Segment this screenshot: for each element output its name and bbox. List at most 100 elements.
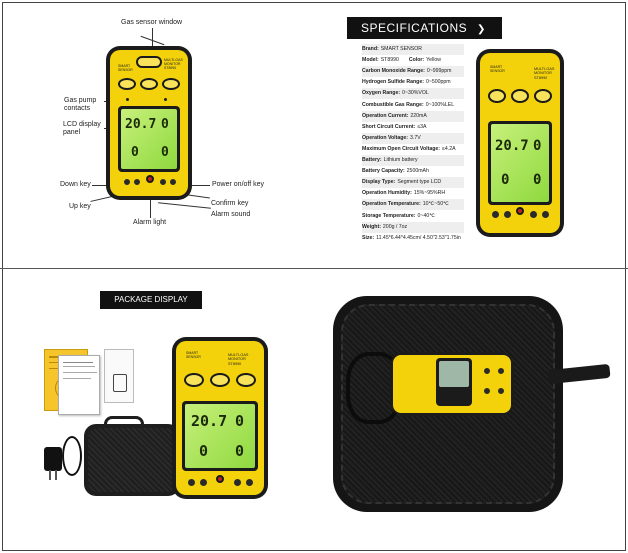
lcd-reading-o2: 20.7 (191, 412, 228, 430)
spec-key: Operation Current: (362, 112, 409, 119)
sensor-window (210, 373, 230, 387)
spec-row: Battery:Lithium battery (362, 155, 464, 166)
sensor-window (236, 373, 256, 387)
spec-value: ST8990 (380, 57, 399, 64)
sensor-window (136, 56, 162, 68)
label-confirm-key: Confirm key (211, 200, 249, 207)
spec-row: Size:11.45*6.44*4.45cm/ 4.50"2.53"1.75in (362, 233, 464, 244)
label-down-key: Down key (60, 181, 91, 188)
lcd-reading-h2s: 0 (533, 172, 542, 188)
lcd-panel: 20.7 0 0 0 (488, 121, 552, 205)
power-key-button[interactable] (528, 209, 539, 220)
spec-row: Operation Current:220mA (362, 110, 464, 122)
spec-key: Carbon Monoxide Range: (362, 68, 425, 75)
spec-key: Maximum Open Circuit Voltage: (362, 145, 441, 152)
sensor-window (511, 89, 529, 103)
lcd-reading-co: 0 (131, 145, 139, 160)
spec-row: Weight:200g / 7oz (362, 221, 464, 233)
sensor-window (140, 78, 158, 90)
spec-row: Battery Capacity:2500mAh (362, 166, 464, 177)
spec-key: Battery Capacity: (362, 168, 405, 175)
spec-value: 10℃~50℃ (422, 201, 449, 208)
spec-key: Brand: (362, 46, 379, 52)
leader-line (150, 190, 151, 218)
spec-row: Operation Humidity:15%~95%RH (362, 188, 464, 199)
spec-key: Hydrogen Sulfide Range: (362, 79, 424, 86)
sensor-window (118, 78, 136, 90)
spec-row: Operation Voltage:3.7V (362, 132, 464, 144)
usb-cable (62, 436, 82, 476)
label-alarm-sound: Alarm sound (211, 211, 251, 218)
down-key-button[interactable] (186, 477, 197, 488)
confirm-key-button[interactable] (540, 209, 551, 220)
spec-key: Combustible Gas Range: (362, 101, 424, 108)
product-box (104, 349, 134, 403)
lcd-panel (436, 358, 472, 406)
spec-value: Lithium battery (383, 157, 418, 163)
specifications-title: SPECIFICATIONS ❯ (347, 17, 502, 39)
up-key-button[interactable] (198, 477, 209, 488)
sensor-window (162, 78, 180, 90)
confirm-key-button[interactable] (244, 477, 255, 488)
up-key-button[interactable] (496, 386, 506, 396)
gas-detector-in-case (390, 352, 514, 416)
pump-contact (126, 98, 129, 101)
spec-key: Size: (362, 234, 375, 241)
power-key-button[interactable] (482, 366, 492, 376)
spec-key: Weight: (362, 223, 381, 230)
lcd-reading-co: 0 (199, 442, 209, 460)
up-key-button[interactable] (502, 209, 513, 220)
up-key-button[interactable] (132, 177, 142, 187)
spec-key: Color: (408, 57, 425, 64)
spec-key: Oxygen Range: (362, 90, 401, 97)
lcd-reading-lel: 0 (533, 138, 542, 154)
label-gas-sensor-window: Gas sensor window (121, 19, 183, 26)
power-key-button[interactable] (232, 477, 243, 488)
spec-value: 220mA (410, 112, 427, 119)
spec-key: Display Type: (362, 179, 396, 186)
lcd-reading-h2s: 0 (161, 145, 169, 160)
power-key-button[interactable] (158, 177, 168, 187)
down-key-button[interactable] (490, 209, 501, 220)
lcd-panel: 20.7 0 0 0 (118, 106, 180, 172)
package-display-title: PACKAGE DISPLAY (100, 291, 202, 309)
down-key-button[interactable] (482, 386, 492, 396)
spec-value: 200g / 7oz (382, 223, 408, 230)
lcd-reading-h2s: 0 (235, 442, 245, 460)
spec-row: Short Circuit Current:≤3A (362, 122, 464, 133)
spec-value: 0~100%LEL (425, 101, 455, 108)
spec-key: Short Circuit Current: (362, 123, 416, 130)
confirm-key-button[interactable] (168, 177, 178, 187)
chevron-right-icon: ❯ (476, 24, 486, 35)
sensor-window (184, 373, 204, 387)
label-up-key: Up key (69, 203, 91, 210)
spec-value: SMART SENSOR (380, 46, 423, 52)
lcd-reading-lel: 0 (161, 117, 169, 132)
confirm-key-button[interactable] (496, 366, 506, 376)
leader-line (152, 28, 153, 48)
spec-row: Maximum Open Circuit Voltage:≤4.2A (362, 144, 464, 155)
user-manual (58, 355, 100, 415)
down-key-button[interactable] (122, 177, 132, 187)
alarm-light-icon (146, 175, 154, 183)
spec-row: Brand:SMART SENSOR (362, 44, 464, 55)
spec-row: Carbon Monoxide Range:0~999ppm (362, 66, 464, 78)
spec-row: Combustible Gas Range:0~100%LEL (362, 100, 464, 111)
spec-row: Storage Temperature:0~40℃ (362, 211, 464, 222)
spec-value: ≤3A (417, 123, 427, 130)
spec-value: 15%~95%RH (413, 190, 446, 197)
spec-value: 3.7V (410, 134, 421, 141)
spec-value: 2500mAh (406, 168, 429, 175)
spec-key: Model: (362, 57, 379, 64)
spec-value: 11.45*6.44*4.45cm/ 4.50"2.53"1.75in (376, 234, 461, 241)
spec-value: Yellow (426, 57, 441, 64)
